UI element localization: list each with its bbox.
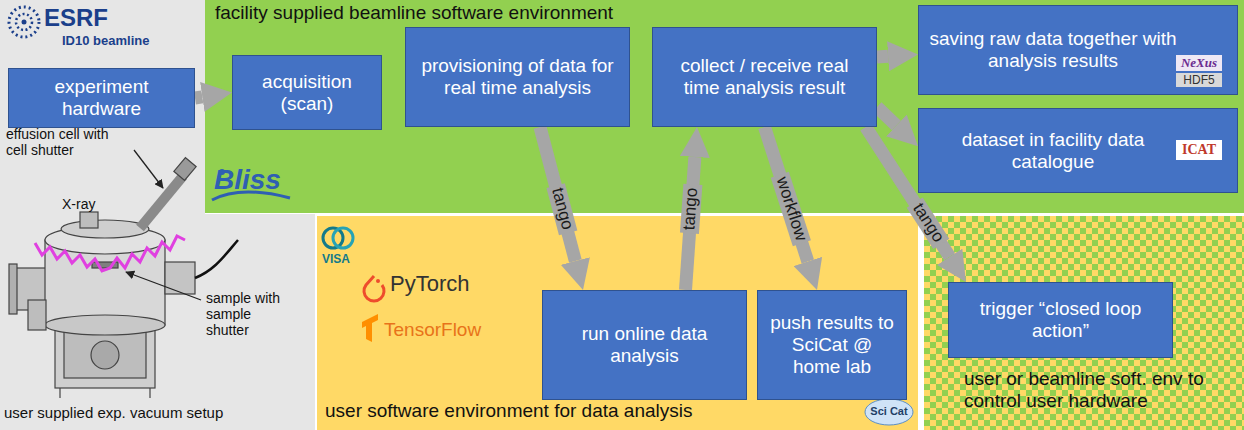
box-label: acquisition (scan)	[243, 71, 371, 115]
box-label: saving raw data together with analysis r…	[929, 28, 1177, 72]
annotation-label: X-ray	[62, 196, 95, 212]
region-title: user or beamline soft. env to control us…	[964, 368, 1236, 412]
leader-line	[126, 272, 201, 300]
vacuum-chamber-drawing	[9, 158, 238, 398]
esrf-logo-icon	[9, 7, 39, 37]
leader-line	[134, 150, 163, 188]
box-label: collect / receive real time analysis res…	[663, 55, 866, 99]
annotation-label: Bliss	[214, 164, 281, 196]
x-ray-beam	[35, 236, 185, 271]
box-label: experiment hardware	[19, 76, 184, 120]
pytorch-logo-icon	[364, 276, 384, 301]
annotation-label: ESRF	[44, 4, 108, 32]
process-box: push results to SciCat @ home lab	[757, 290, 907, 400]
box-label: trigger “closed loop action”	[959, 298, 1162, 342]
box-label: run online data analysis	[553, 323, 736, 367]
scicat-cloud-icon	[865, 399, 913, 425]
box-label: dataset in facility data catalogue	[929, 129, 1177, 173]
annotation-label: ID10 beamline	[62, 33, 149, 48]
annotation-label: Sci Cat	[868, 405, 910, 417]
annotation-label: sample with sample shutter	[206, 290, 286, 338]
facility-region-ground	[205, 0, 1244, 213]
control-environment-region: trigger “closed loop action” user or beam…	[924, 216, 1244, 430]
process-box: acquisition (scan)	[232, 55, 382, 130]
user-environment-region: run online data analysis push results to …	[317, 216, 918, 430]
bliss-logo-swoosh	[212, 169, 290, 200]
process-box: experiment hardware	[8, 68, 195, 128]
annotation-label: effusion cell with cell shutter	[6, 126, 132, 158]
box-label: provisioning of data for real time analy…	[416, 55, 619, 99]
annotation-label: TensorFlow	[384, 319, 481, 341]
flow-arrow	[877, 50, 888, 64]
annotation-label: PyTorch	[390, 271, 469, 297]
region-title: user software environment for data analy…	[325, 400, 693, 422]
user-region-ground	[317, 216, 918, 430]
process-box: saving raw data together with analysis r…	[918, 5, 1238, 95]
facility-environment-region: acquisition (scan) provisioning of data f…	[205, 0, 1244, 213]
annotation-label: VISA	[322, 252, 350, 266]
flow-arrow	[195, 97, 202, 98]
edge-label: tango	[680, 184, 702, 234]
region-title: facility supplied beamline software envi…	[215, 2, 613, 24]
process-box: trigger “closed loop action”	[948, 282, 1173, 358]
control-region-ground	[924, 216, 1244, 430]
process-box: collect / receive real time analysis res…	[652, 27, 877, 127]
visa-logo-icon	[323, 228, 353, 248]
flow-arrow	[877, 107, 896, 126]
box-label: push results to SciCat @ home lab	[768, 312, 896, 378]
process-box: dataset in facility data catalogue	[918, 108, 1238, 193]
process-box: provisioning of data for real time analy…	[405, 27, 630, 127]
tensorflow-logo-icon	[362, 314, 378, 342]
process-box: run online data analysis	[542, 290, 747, 400]
region-title: user supplied exp. vacuum setup	[4, 404, 223, 421]
